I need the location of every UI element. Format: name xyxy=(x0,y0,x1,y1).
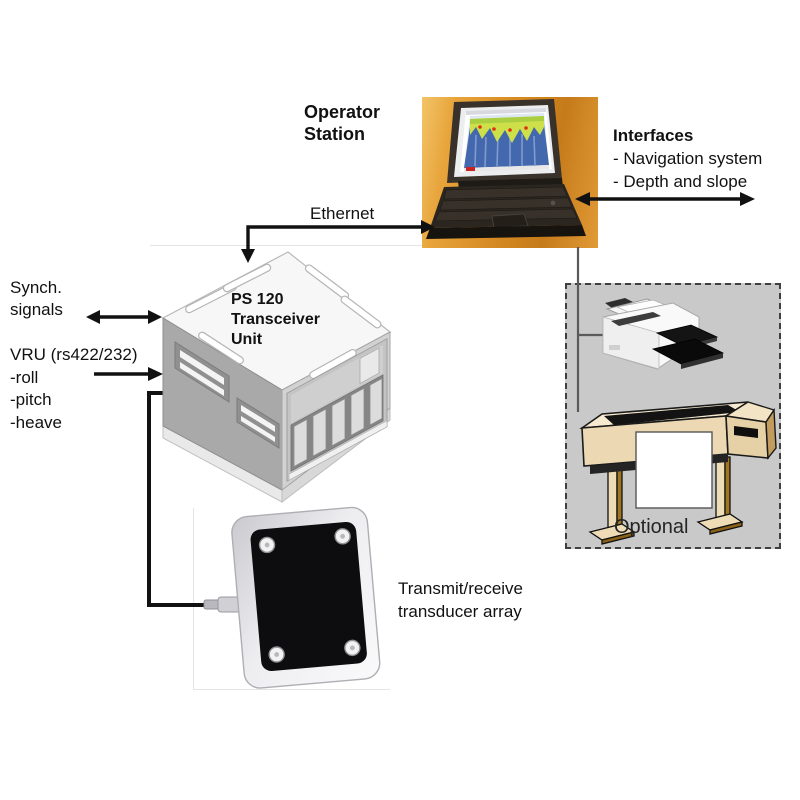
interfaces-item-depth: - Depth and slope xyxy=(613,172,748,191)
synch-signals-label: Synch. signals xyxy=(10,278,63,319)
interfaces-connector xyxy=(575,192,755,206)
transducer-array-label: Transmit/receive transducer array xyxy=(398,579,524,621)
ethernet-connector xyxy=(241,220,435,263)
sonar-echogram xyxy=(460,108,552,172)
faint-photo-border-left xyxy=(193,508,194,690)
synch-signals-connector xyxy=(86,310,162,324)
operator-station-label: Operator Station xyxy=(304,102,381,144)
optional-label: Optional xyxy=(614,516,689,538)
transceiver-card-cage xyxy=(286,337,388,483)
transducer-screws xyxy=(258,528,361,663)
faint-horizontal-line xyxy=(150,245,505,246)
transducer-array-illustration xyxy=(203,506,381,689)
svg-text:Transceiver: Transceiver xyxy=(231,311,320,328)
transducer-cable xyxy=(147,391,206,607)
printer-icon xyxy=(602,298,725,370)
plotter-paper xyxy=(635,431,713,509)
transceiver-left-vents xyxy=(174,341,280,449)
interfaces-title: Interfaces xyxy=(613,126,694,145)
ethernet-label: Ethernet xyxy=(310,204,375,223)
laptop-front-edge xyxy=(426,225,586,239)
faint-photo-border-bottom xyxy=(193,689,390,690)
transducer-face xyxy=(250,521,367,672)
svg-text:Unit: Unit xyxy=(231,331,263,348)
vru-connector xyxy=(94,367,163,381)
laptop-touchpad xyxy=(491,213,529,229)
laptop-illustration xyxy=(426,99,586,239)
svg-text:PS 120: PS 120 xyxy=(231,291,284,308)
transceiver-unit-label: PS 120 Transceiver Unit xyxy=(231,291,320,348)
transceiver-vent-slots xyxy=(185,263,382,380)
interfaces-item-navigation: - Navigation system xyxy=(613,149,763,168)
plotter-icon xyxy=(579,401,777,545)
transceiver-unit-illustration: PS 120 Transceiver Unit xyxy=(161,251,392,504)
vru-label: VRU (rs422/232) -roll -pitch -heave xyxy=(10,345,138,432)
laptop-photo xyxy=(422,97,598,248)
